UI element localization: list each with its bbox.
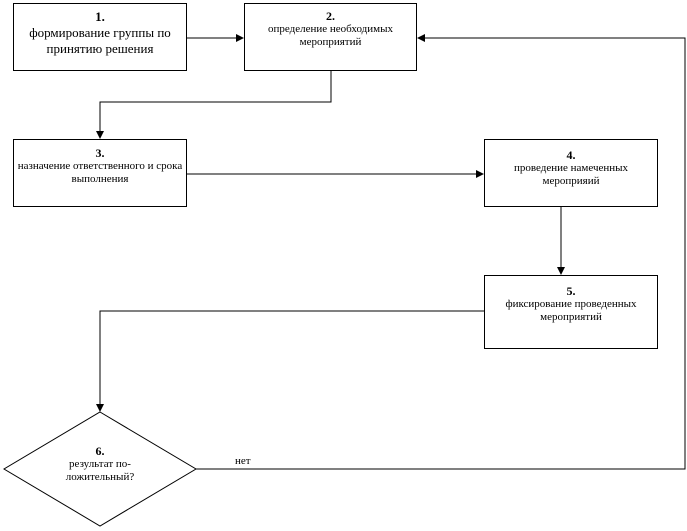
step-4-number: 4. [566, 148, 576, 162]
step-3-number: 3. [95, 146, 105, 160]
decision-number: 6. [95, 444, 105, 458]
arrow-2-to-3 [99, 71, 332, 131]
step-5-text: фиксирование проведенных мероприятий [505, 298, 637, 323]
decision-label: 6. результат по-ложительный? [40, 444, 160, 484]
edge-label-no: нет [235, 455, 251, 467]
decision-diamond [3, 411, 197, 527]
arrow-5-to-6 [99, 310, 484, 404]
step-3-box: 3. назначение ответственного и срока вып… [13, 139, 187, 207]
step-1-number: 1. [95, 9, 105, 24]
step-4-text: проведение намеченных мероприяий [513, 162, 629, 187]
step-1-box: 1. формирование группы по принятию решен… [13, 3, 187, 71]
arrow-6-to-2-no [196, 37, 686, 470]
step-2-text: определение необходимых мероприятий [268, 23, 393, 48]
arrowhead-6-to-2 [417, 34, 425, 42]
step-5-box: 5. фиксирование проведенных мероприятий [484, 275, 658, 349]
arrowhead-1-to-2 [236, 34, 244, 42]
step-5-number: 5. [566, 284, 576, 298]
arrowhead-2-to-3 [96, 131, 104, 139]
arrowhead-5-to-6 [96, 404, 104, 412]
decision-text: результат по-ложительный? [65, 458, 135, 483]
arrowhead-3-to-4 [476, 170, 484, 178]
step-2-number: 2. [326, 9, 335, 23]
step-1-text: формирование группы по принятию решения [29, 25, 171, 56]
step-2-box: 2. определение необходимых мероприятий [244, 3, 417, 71]
arrowhead-4-to-5 [557, 267, 565, 275]
step-3-text: назначение ответственного и срока выполн… [17, 160, 183, 185]
step-4-box: 4. проведение намеченных мероприяий [484, 139, 658, 207]
